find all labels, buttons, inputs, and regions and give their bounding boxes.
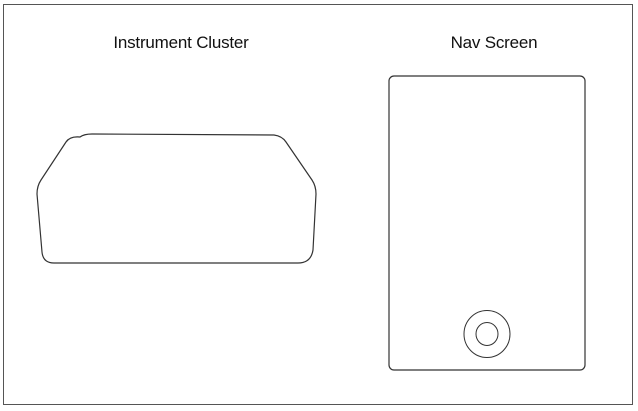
nav-screen-outline <box>388 75 586 371</box>
instrument-cluster-label: Instrument Cluster <box>113 33 249 52</box>
diagram-frame <box>3 4 633 405</box>
nav-knob-outer-ring <box>463 310 511 358</box>
nav-knob-inner-ring <box>475 322 499 346</box>
instrument-cluster-outline <box>36 133 317 264</box>
nav-screen-label: Nav Screen <box>450 33 538 52</box>
